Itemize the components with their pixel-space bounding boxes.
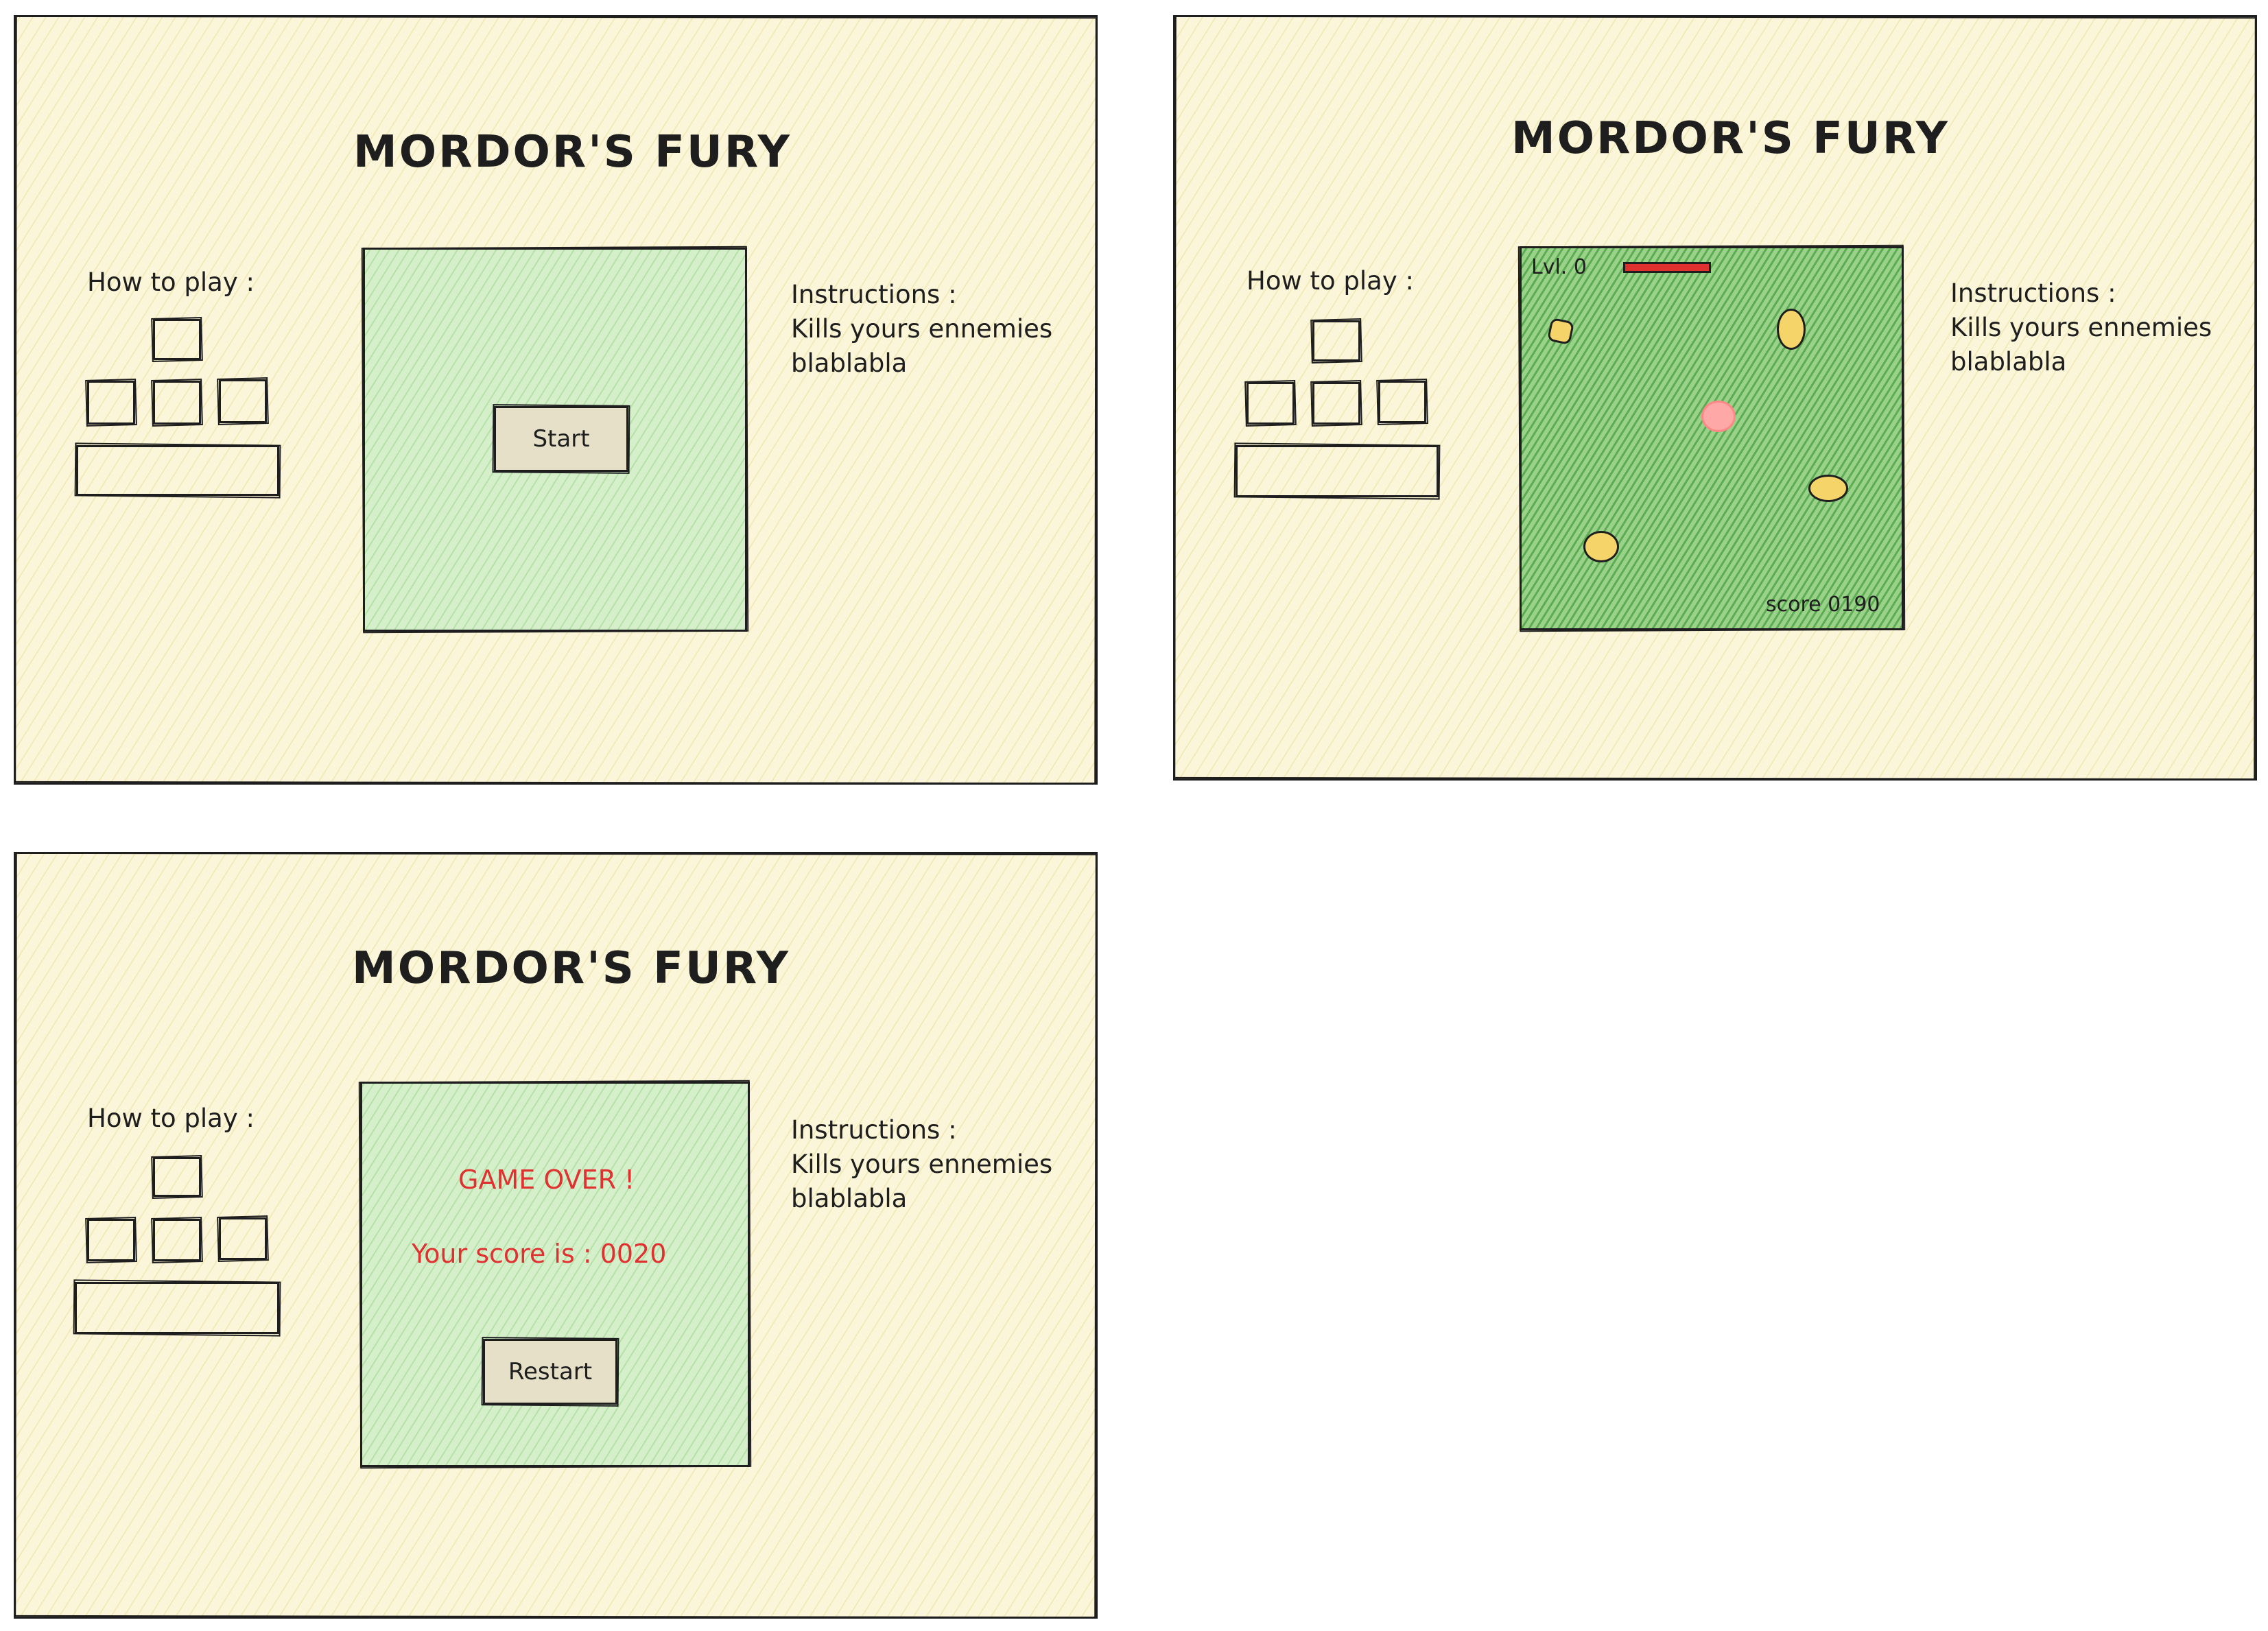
key-space <box>75 1282 279 1334</box>
instructions-line-1: Kills yours ennemies <box>791 1150 1053 1179</box>
game-over-screen: MORDOR'S FURY How to play : GAME OVER ! … <box>14 852 1098 1619</box>
key-down <box>153 1219 201 1261</box>
instructions-heading: Instructions : <box>791 280 957 309</box>
key-up <box>153 319 201 360</box>
player-sprite <box>1701 401 1736 432</box>
start-button[interactable]: Start <box>494 406 628 472</box>
instructions-line-2: blablabla <box>791 348 908 378</box>
instructions-line-1: Kills yours ennemies <box>791 314 1053 344</box>
instructions-heading: Instructions : <box>1950 278 2116 308</box>
key-up <box>1312 320 1360 361</box>
score-display: score 0190 <box>1766 593 1880 617</box>
game-area: Start <box>363 248 747 632</box>
how-to-play-label: How to play : <box>87 1104 255 1133</box>
game-title: MORDOR'S FURY <box>1511 113 1950 164</box>
key-space <box>1236 445 1439 497</box>
enemy-sprite <box>1546 317 1575 346</box>
instructions: Instructions : Kills yours ennemies blab… <box>791 1113 1052 1216</box>
game-over-message: GAME OVER ! <box>458 1165 635 1195</box>
start-screen: MORDOR'S FURY How to play : Start Instru… <box>14 15 1098 785</box>
enemy-sprite <box>1808 475 1848 502</box>
health-bar <box>1623 262 1711 273</box>
instructions-heading: Instructions : <box>791 1115 957 1145</box>
instructions-line-1: Kills yours ennemies <box>1950 313 2212 342</box>
key-right <box>1378 381 1426 423</box>
how-to-play-label: How to play : <box>87 267 255 297</box>
key-up <box>153 1157 201 1197</box>
instructions: Instructions : Kills yours ennemies blab… <box>1950 276 2212 379</box>
key-right <box>219 379 267 423</box>
instructions-line-2: blablabla <box>791 1184 908 1213</box>
restart-button[interactable]: Restart <box>483 1339 617 1405</box>
enemy-sprite <box>1583 531 1619 562</box>
instructions-line-2: blablabla <box>1950 347 2067 377</box>
key-left <box>1247 382 1295 425</box>
game-area: Lvl. 0 score 0190 <box>1520 246 1904 630</box>
key-space <box>76 445 279 496</box>
enemy-sprite <box>1777 309 1806 350</box>
playing-screen: MORDOR'S FURY How to play : Lvl. 0 score… <box>1173 15 2257 781</box>
key-left <box>87 381 135 425</box>
key-left <box>87 1219 135 1261</box>
level-indicator: Lvl. 0 <box>1531 255 1587 279</box>
key-right <box>219 1217 267 1260</box>
key-down <box>153 381 201 425</box>
final-score-message: Your score is : 0020 <box>412 1239 667 1269</box>
game-area: GAME OVER ! Your score is : 0020 Restart <box>360 1082 750 1467</box>
how-to-play-label: How to play : <box>1247 266 1414 296</box>
game-title: MORDOR'S FURY <box>352 943 790 994</box>
game-title: MORDOR'S FURY <box>353 127 792 178</box>
key-down <box>1312 382 1360 425</box>
instructions: Instructions : Kills yours ennemies blab… <box>791 278 1052 381</box>
